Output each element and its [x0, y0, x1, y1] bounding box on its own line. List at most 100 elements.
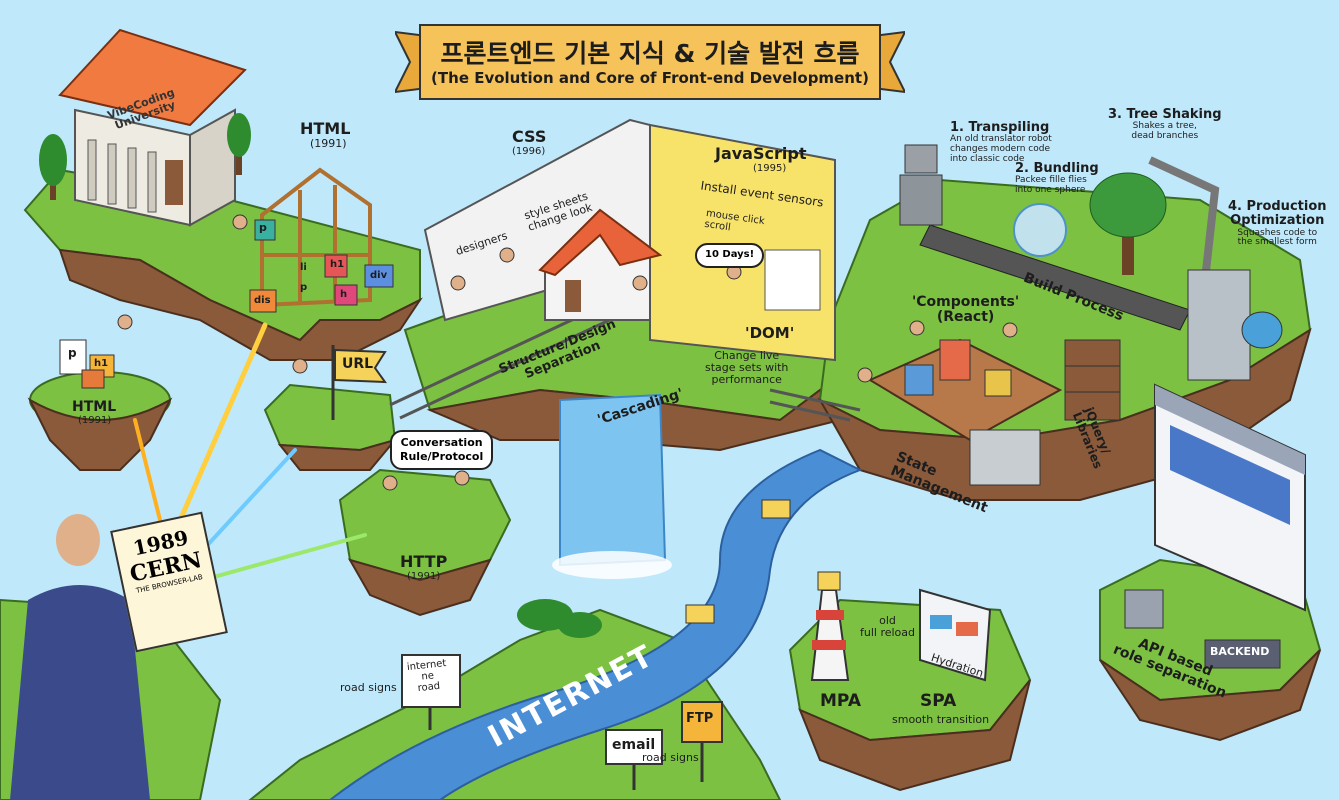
html-tag-1: p [259, 221, 267, 234]
build-step1-line2: changes modern code [950, 144, 1051, 155]
http-bubble-line1: Conversation [400, 436, 483, 449]
build-step3-title: 3. Tree Shaking [1108, 107, 1222, 122]
build-step2: 2. Bundling Packee fille flies into one … [1015, 161, 1099, 196]
mpa-label: MPA [820, 691, 861, 711]
css-year: (1996) [512, 145, 546, 157]
html-tag-6: p [300, 282, 308, 293]
build-step3-line2: dead branches [1131, 131, 1199, 142]
javascript-name: JavaScript [715, 144, 807, 163]
build-step1-line1: An old translator robot [950, 134, 1052, 145]
build-step2-line2: into one sphere [1015, 185, 1086, 196]
road-signs-bottom: road signs [642, 751, 699, 764]
components-line2: (React) [936, 309, 995, 326]
sign-email [605, 729, 663, 790]
spa-screen [919, 588, 992, 682]
build-step4-line1: Squashes code to [1237, 227, 1318, 238]
ten-days-bubble: 10 Days! [695, 243, 765, 268]
island-url [263, 383, 398, 471]
mpa-old-line1: old [879, 614, 896, 627]
components-line1: 'Components' [912, 294, 1020, 310]
bookshelf [1064, 339, 1121, 421]
person-reader [10, 514, 150, 800]
dom-note-line2: stage sets with [705, 361, 789, 375]
html-tag-7: li [300, 262, 307, 273]
build-step1-title: 1. Transpiling [950, 120, 1050, 135]
title-korean: 프론트엔드 기본 지식 & 기술 발전 흐름 [440, 39, 860, 68]
sign-internet-text: internet ne road [406, 658, 449, 695]
javascript-year: (1995) [753, 162, 787, 174]
build-step4-title-line2: Optimization [1230, 213, 1325, 229]
http-label: HTTP (1991) [400, 553, 447, 582]
sign-email-text: email [612, 737, 656, 753]
bundle-sphere [1013, 203, 1067, 257]
api-boxes [1124, 589, 1281, 669]
shaking-tree [1089, 172, 1167, 275]
banner-ribbon [395, 24, 905, 100]
build-step4-line2: the smallest form [1237, 237, 1317, 248]
build-step1-line3: into classic code [950, 154, 1025, 165]
http-bubble: Conversation Rule/Protocol [390, 430, 494, 470]
sign-internet [401, 654, 461, 730]
html-main-year: (1991) [310, 136, 347, 150]
css-label: CSS (1996) [512, 128, 546, 157]
http-year: (1991) [407, 570, 441, 582]
html-small-year: (1991) [78, 415, 112, 427]
envelopes [685, 499, 791, 624]
island-html-small [27, 371, 173, 471]
spa-label: SPA [920, 691, 957, 711]
mpa-old-line2: full reload [860, 626, 916, 640]
bushes [517, 599, 602, 638]
build-step3-line1: Shakes a tree, [1132, 121, 1197, 132]
javascript-label: JavaScript (1995) [715, 145, 806, 174]
university-building [58, 28, 247, 227]
translator-robot [899, 144, 943, 226]
state-machine [969, 429, 1041, 486]
html-small-name: HTML [72, 399, 117, 415]
road-signs-left: road signs [340, 681, 397, 694]
smooth-transition-label: smooth transition [892, 713, 990, 726]
css-name: CSS [512, 127, 547, 146]
sign-ftp-text: FTP [686, 711, 714, 726]
html-blocks [249, 219, 394, 313]
html-tag-2: h1 [330, 259, 345, 270]
http-name: HTTP [400, 552, 448, 571]
css-house [538, 208, 663, 321]
internet-river [328, 448, 863, 800]
sign-ftp [681, 701, 723, 782]
robot-arm [1148, 156, 1220, 281]
dom-note-line1: Change live [714, 349, 780, 362]
components-desk [867, 338, 1063, 442]
html-small-label: HTML (1991) [72, 399, 117, 427]
lighthouse [810, 571, 850, 681]
island-http [338, 468, 512, 617]
dom-note-line3: performance [711, 373, 782, 387]
html-tag-4: h [340, 289, 348, 300]
build-step2-line1: Packee fille flies [1015, 175, 1087, 186]
html-tag-5: dis [254, 295, 271, 306]
html-small-tag-2: h1 [94, 358, 109, 369]
html-small-tag-1: p [68, 346, 77, 360]
tree-left [39, 113, 251, 200]
title-banner: 프론트엔드 기본 지식 & 기술 발전 흐름 (The Evolution an… [395, 22, 905, 102]
url-flag-label: URL [342, 356, 374, 372]
dom-note: Change live stage sets with performance [705, 349, 789, 387]
components-label: 'Components' (React) [912, 294, 1020, 326]
mpa-old-note: old full reload [860, 614, 916, 640]
build-step4: 4. Production Optimization Squashes code… [1228, 199, 1327, 248]
optimization-machine [1187, 269, 1283, 381]
html-main-name: HTML [300, 119, 351, 138]
flag-url [331, 345, 388, 420]
html-small-blocks [59, 339, 115, 389]
build-step4-title-line1: 4. Production [1228, 199, 1327, 214]
build-step3: 3. Tree Shaking Shakes a tree, dead bran… [1108, 107, 1222, 142]
dom-label: 'DOM' [745, 324, 795, 342]
backend-label: BACKEND [1210, 645, 1270, 658]
browser-window [1154, 383, 1306, 612]
conveyor-belt [919, 224, 1191, 331]
title-english: (The Evolution and Core of Front-end Dev… [431, 69, 869, 87]
html-tag-3: div [370, 270, 388, 281]
html-main-label: HTML (1991) [300, 120, 350, 150]
build-step1: 1. Transpiling An old translator robot c… [950, 120, 1052, 165]
